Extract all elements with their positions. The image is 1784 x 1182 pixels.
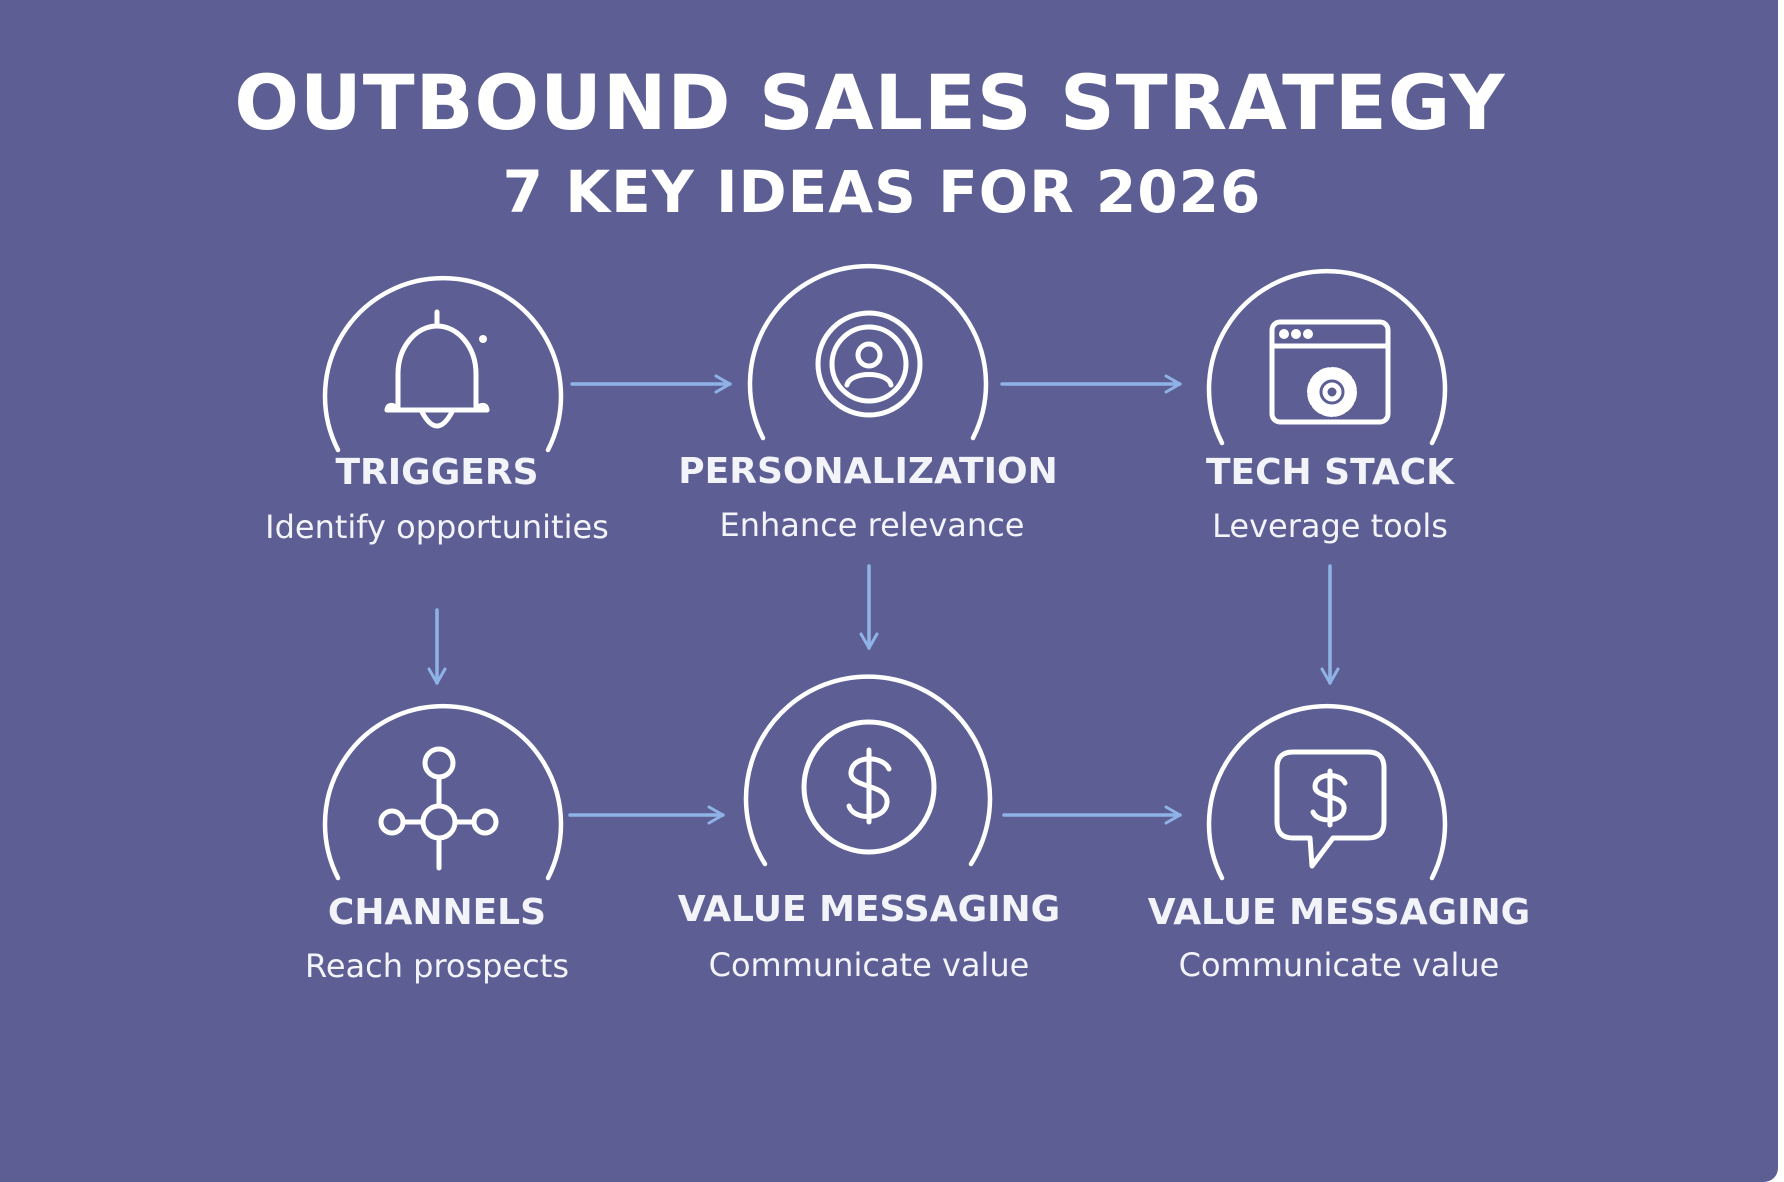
node-triggers-desc: Identify opportunities: [265, 508, 609, 546]
dollar-circle-icon: [801, 719, 937, 855]
network-hub-icon: [378, 746, 499, 871]
tech-stack-arc: [1206, 268, 1448, 446]
bell-icon: [384, 309, 490, 429]
value-messaging-1-arc: [743, 674, 993, 867]
user-circle-icon: [815, 310, 923, 418]
node-value-messaging-2-desc: Communicate value: [1178, 946, 1500, 984]
page-title: OUTBOUND SALES STRATEGY: [234, 58, 1506, 147]
node-value-messaging-2-title: VALUE MESSAGING: [1147, 892, 1531, 933]
node-value-messaging-1-desc: Communicate value: [708, 946, 1030, 984]
node-channels-desc: Reach prospects: [305, 947, 569, 985]
page-subtitle: 7 KEY IDEAS FOR 2026: [502, 158, 1262, 226]
node-channels-title: CHANNELS: [327, 892, 547, 933]
node-value-messaging-1-title: VALUE MESSAGING: [677, 889, 1061, 930]
node-personalization-title: PERSONALIZATION: [678, 451, 1058, 492]
node-personalization-desc: Enhance relevance: [719, 506, 1025, 544]
triggers-arc: [322, 275, 564, 453]
node-tech-stack-desc: Leverage tools: [1212, 507, 1448, 545]
dollar-chat-icon: [1274, 749, 1387, 869]
value-messaging-2-arc: [1206, 703, 1448, 881]
browser-gear-icon: [1269, 319, 1391, 425]
node-triggers-title: TRIGGERS: [335, 452, 539, 493]
node-tech-stack-title: TECH STACK: [1205, 452, 1455, 493]
channels-arc: [322, 703, 564, 881]
personalization-arc: [747, 263, 989, 441]
